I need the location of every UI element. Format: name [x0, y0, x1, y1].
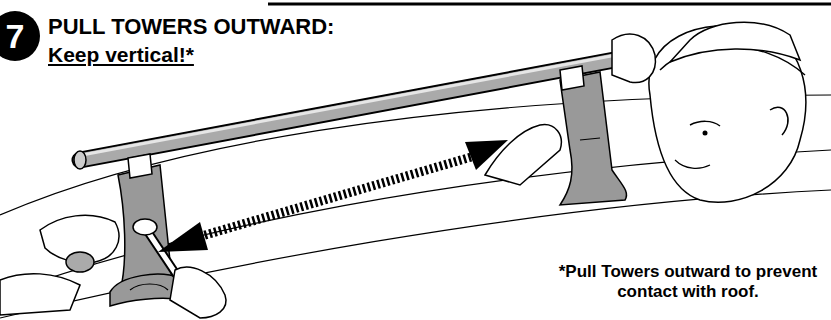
- footnote: *Pull Towers outward to prevent contact …: [548, 262, 828, 303]
- person: [649, 22, 806, 202]
- instruction-note: Keep vertical!*: [48, 42, 194, 67]
- hand: [485, 34, 655, 185]
- step-number: 7: [6, 17, 25, 56]
- rule-line: [268, 3, 831, 6]
- wrench: [133, 219, 226, 318]
- step-title: PULL TOWERS OUTWARD:: [48, 14, 334, 40]
- step-number-badge: 7: [0, 11, 40, 61]
- pull-arrow: [158, 140, 508, 252]
- tower: [560, 72, 627, 205]
- hand: [0, 215, 119, 315]
